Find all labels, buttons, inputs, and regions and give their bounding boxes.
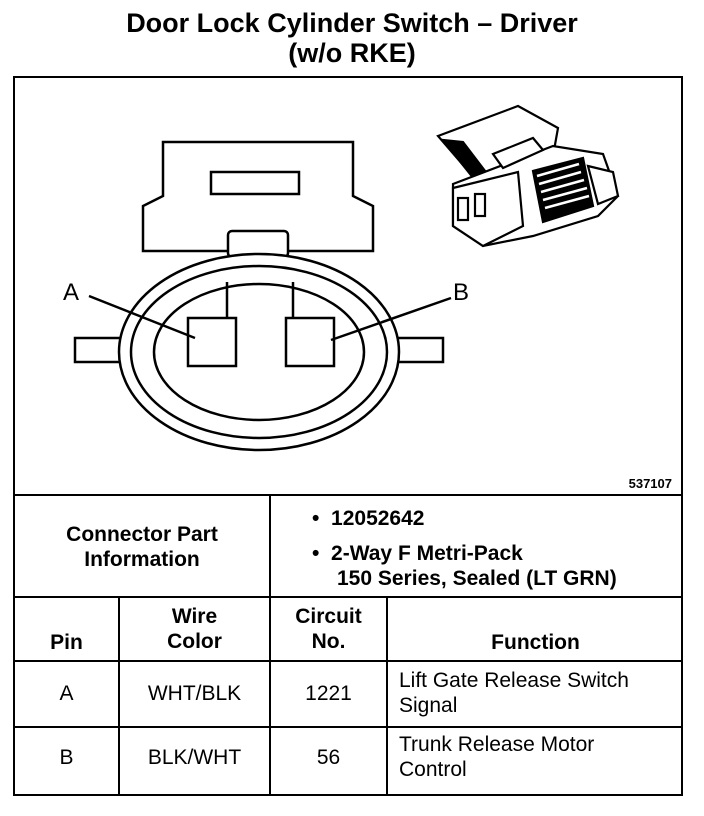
row-a-wire: WHT/BLK bbox=[147, 682, 242, 705]
header-wire-color: Wire Color bbox=[167, 605, 222, 653]
header-function: Function bbox=[491, 631, 580, 654]
divider-info-col bbox=[269, 494, 271, 598]
connector-part-number: • 12052642 bbox=[312, 507, 425, 530]
divider-diagram bbox=[13, 494, 683, 496]
connector-body-ring bbox=[129, 264, 389, 440]
connector-diagram: A B bbox=[63, 104, 620, 452]
row-a-function: Lift Gate Release Switch Signal bbox=[399, 669, 629, 717]
divider-row-a bbox=[13, 726, 683, 728]
row-b-circuit: 56 bbox=[316, 746, 341, 769]
page-title: Door Lock Cylinder Switch – Driver bbox=[126, 8, 578, 38]
row-a-pin: A bbox=[59, 682, 74, 705]
connector-type: • 2-Way F Metri-Pack 150 Series, Sealed … bbox=[312, 542, 617, 590]
divider-col-wire bbox=[269, 596, 271, 796]
connector-latch bbox=[141, 140, 375, 253]
part-reference-number: 537107 bbox=[628, 476, 672, 491]
row-a-circuit: 1221 bbox=[305, 682, 352, 705]
divider-info bbox=[13, 596, 683, 598]
divider-col-pin bbox=[118, 596, 120, 796]
page-subtitle: (w/o RKE) bbox=[288, 38, 416, 68]
terminal-b bbox=[284, 316, 336, 368]
label-b: B bbox=[453, 279, 469, 306]
row-b-pin: B bbox=[59, 746, 74, 769]
latch-window bbox=[209, 170, 301, 196]
row-b-wire: BLK/WHT bbox=[147, 746, 242, 769]
header-pin: Pin bbox=[50, 631, 83, 654]
leader-b bbox=[330, 296, 452, 342]
terminal-a bbox=[186, 316, 238, 368]
label-a: A bbox=[63, 279, 79, 306]
row-b-function: Trunk Release Motor Control bbox=[399, 733, 595, 781]
connector-body-inner bbox=[152, 282, 366, 422]
header-circuit-no: Circuit No. bbox=[295, 605, 362, 653]
connector-info-heading: Connector Part Information bbox=[66, 523, 218, 571]
divider-col-circuit bbox=[386, 596, 388, 796]
divider-header bbox=[13, 660, 683, 662]
diagram-frame bbox=[13, 76, 683, 796]
leader-a bbox=[88, 294, 196, 340]
connector-3d-view bbox=[436, 104, 620, 248]
connector-body-outer bbox=[117, 252, 401, 452]
